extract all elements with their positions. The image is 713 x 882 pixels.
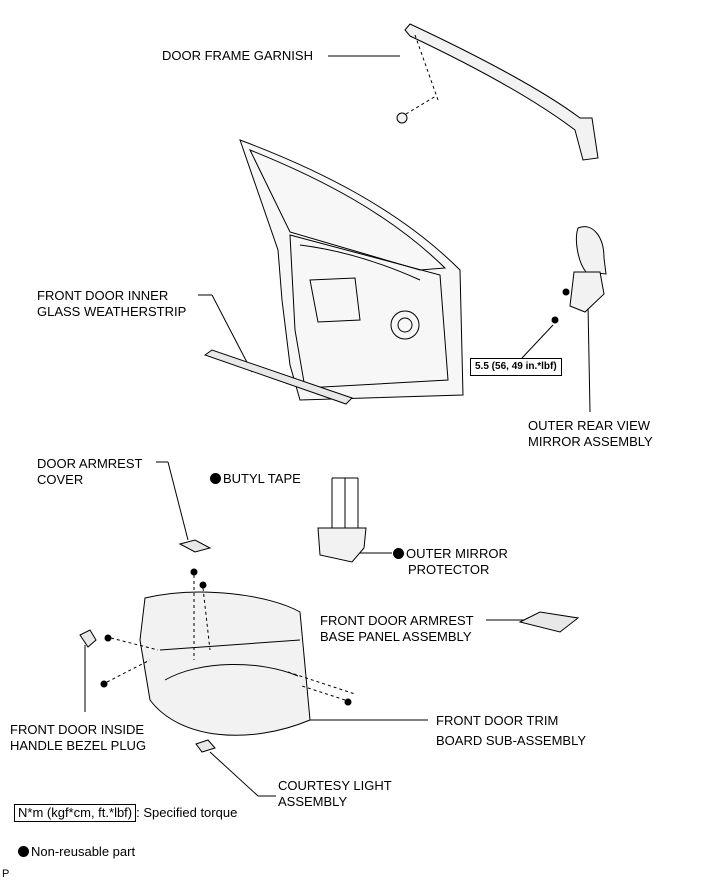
leader-weatherstrip [211, 294, 253, 373]
label-base-panel-line1: FRONT DOOR ARMREST [320, 613, 474, 628]
label-mirror-line2: MIRROR ASSEMBLY [528, 434, 653, 449]
label-protector-line2: PROTECTOR [408, 562, 490, 577]
bezel-plug-part [79, 629, 97, 648]
leader-courtesy-light [209, 751, 259, 797]
label-door-frame-garnish: DOOR FRAME GARNISH [162, 48, 313, 63]
legend-non-reusable: Non-reusable part [18, 844, 135, 860]
legend-torque: N*m (kgf*cm, ft.*lbf): Specified torque [14, 804, 237, 822]
label-trim-board-line1: FRONT DOOR TRIM [436, 713, 559, 728]
corner-mark: P [2, 868, 10, 880]
weatherstrip-part [203, 349, 353, 405]
outer-mirror-protector-part [317, 527, 367, 563]
label-courtesy-light-line2: ASSEMBLY [278, 794, 348, 809]
legend-torque-unit: N*m (kgf*cm, ft.*lbf) [14, 804, 137, 822]
torque-spec-box: 5.5 (56, 49 in.*lbf) [470, 358, 562, 376]
leader-torque [521, 324, 554, 359]
leader-armrest-cover [167, 461, 189, 541]
label-trim-board-line2: BOARD SUB-ASSEMBLY [436, 733, 587, 748]
armrest-cover-part [178, 539, 212, 553]
label-butyl-tape: BUTYL TAPE [210, 471, 301, 487]
door-frame-garnish-part [404, 23, 599, 161]
clip-icon [396, 112, 408, 124]
door-inner-frame [239, 139, 464, 401]
mirror-head-part [575, 226, 607, 275]
courtesy-light-part [195, 739, 216, 753]
protector-text: OUTER MIRROR [406, 546, 508, 561]
label-armrest-cover-line1: DOOR ARMREST [37, 456, 143, 471]
label-bezel-plug-line1: FRONT DOOR INSIDE [10, 722, 145, 737]
label-courtesy-light-line1: COURTESY LIGHT [278, 778, 392, 793]
legend-non-reusable-text: Non-reusable part [31, 844, 136, 859]
label-weatherstrip-line2: GLASS WEATHERSTRIP [37, 304, 187, 319]
label-base-panel-line2: BASE PANEL ASSEMBLY [320, 629, 472, 644]
non-reusable-dot-icon [210, 473, 221, 484]
butyl-tape-text: BUTYL TAPE [223, 471, 301, 486]
legend-torque-desc: : Specified torque [136, 805, 238, 820]
mirror-base-part [569, 271, 605, 313]
label-weatherstrip-line1: FRONT DOOR INNER [37, 288, 169, 303]
armrest-base-panel-part [518, 611, 580, 633]
leader-mirror [587, 304, 591, 413]
label-mirror-line1: OUTER REAR VIEW [528, 418, 651, 433]
trim-board-part [139, 591, 311, 736]
non-reusable-dot-icon [393, 548, 404, 559]
label-armrest-cover-line2: COVER [37, 472, 84, 487]
non-reusable-dot-icon [18, 846, 29, 857]
label-bezel-plug-line2: HANDLE BEZEL PLUG [10, 738, 147, 753]
label-protector-line1: OUTER MIRROR [393, 546, 508, 562]
